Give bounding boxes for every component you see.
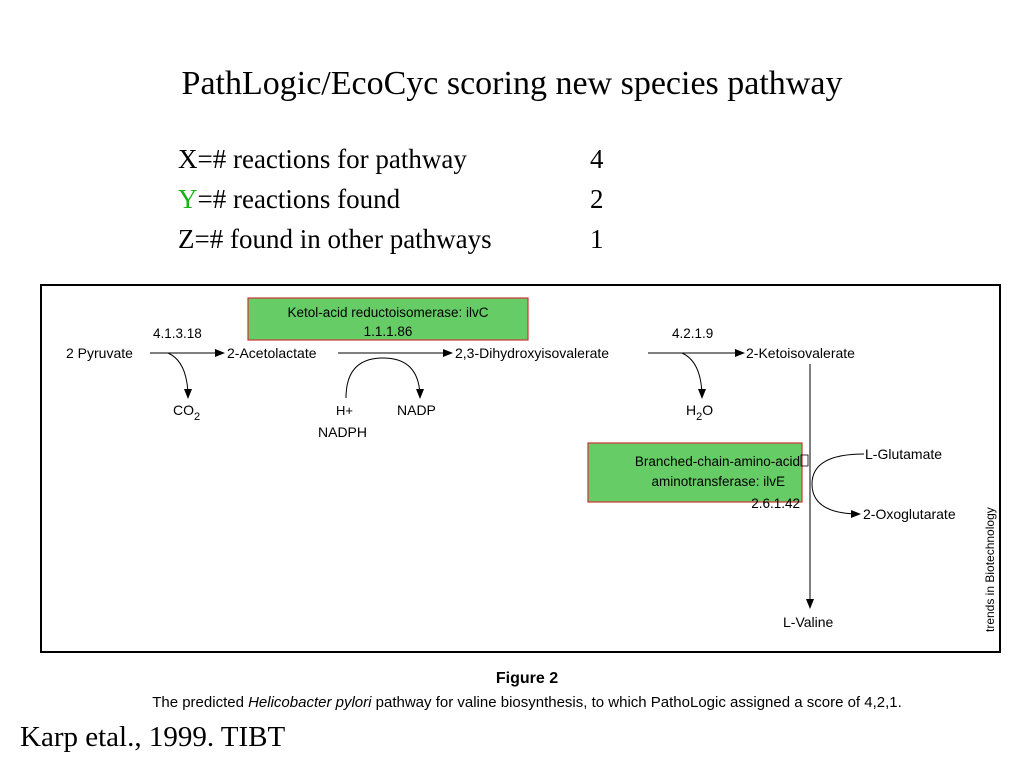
figure-caption: The predicted Helicobacter pylori pathwa… [0,694,1024,711]
citation: Karp etal., 1999. TIBT [20,721,286,753]
compound-nadp: NADP [397,402,436,418]
co2-main: CO [173,402,194,418]
stat-value-x: 4 [590,144,604,174]
compound-oxoglutarate: 2-Oxoglutarate [863,506,956,522]
compound-nadph: NADPH [318,424,367,440]
enzyme-ilvc-ec: 1.1.1.86 [364,324,413,339]
h2o-subscript: 2 [696,411,702,423]
stat-value-y: 2 [590,184,604,214]
compound-valine: L-Valine [783,614,834,630]
enzyme-box-ilve [587,442,803,503]
enzyme-ilve-name-1: Branched-chain-amino-acid [635,454,800,469]
stat-label-x: X=# reactions for pathway [178,144,467,174]
compound-pyruvate: 2 Pyruvate [66,345,133,361]
stat-letter-y: Y [178,184,198,214]
compound-acetolactate: 2-Acetolactate [227,345,317,361]
stat-label-z: Z=# found in other pathways [178,224,492,254]
co2-subscript: 2 [194,411,200,423]
compound-dihydroxyisovalerate: 2,3-Dihydroxyisovalerate [455,345,609,361]
caption-post: pathway for valine biosynthesis, to whic… [371,694,902,711]
compound-co2: CO2 [173,402,200,423]
figure-label: Figure 2 [495,670,559,687]
ec-4-2-1-9: 4.2.1.9 [672,326,713,341]
side-arrow-h2o [681,352,706,399]
stat-label-y-rest: =# reactions found [197,184,401,214]
stat-value-z: 1 [590,224,604,254]
side-curve-glutamate [811,453,865,518]
caption-species: Helicobacter pylori [248,694,372,711]
figure-frame [40,284,1001,653]
slide-title: PathLogic/EcoCyc scoring new species pat… [181,65,843,102]
side-curve-nadph-nadp [345,357,424,399]
ec-4-1-3-18: 4.1.3.18 [153,326,202,341]
compound-glutamate: L-Glutamate [865,446,942,462]
enzyme-ilve-ec: 2.6.1.42 [751,496,800,511]
h2o-h: H [686,402,696,418]
enzyme-ilve-name-2: aminotransferase: ilvE [651,474,785,489]
h2o-o: O [702,402,713,418]
compound-h2o: H2O [686,402,713,423]
compound-ketoisovalerate: 2-Ketoisovalerate [746,345,855,361]
side-arrow-co2 [167,352,192,399]
enzyme-ilvc-name: Ketol-acid reductoisomerase: ilvC [287,305,488,320]
missing-glyph-icon [800,454,809,467]
enzyme-box-ilvc [247,297,529,341]
journal-watermark: trends in Biotechnology [983,507,997,632]
compound-h-plus: H+ [336,403,353,418]
caption-pre: The predicted [152,694,249,711]
stat-label-y: Y=# reactions found [178,178,400,220]
